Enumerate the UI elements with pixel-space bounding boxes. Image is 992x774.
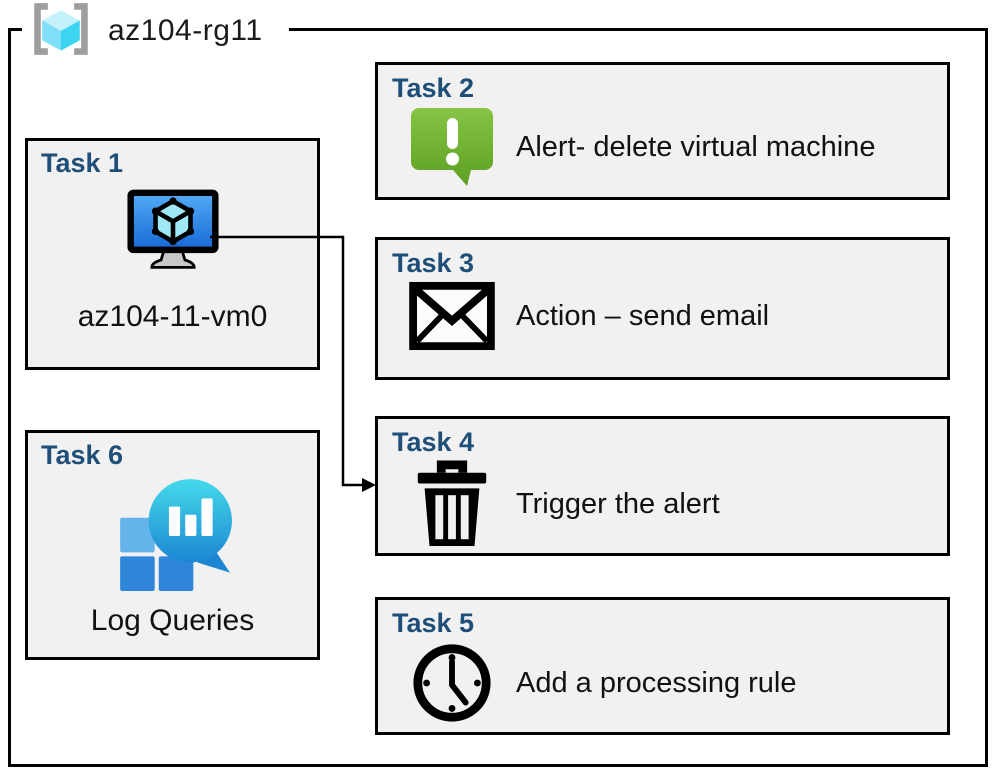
- task3-label: Action – send email: [516, 299, 770, 332]
- resource-group-boundary: [8, 28, 988, 767]
- task5-box: Task 5 Add a processing rule: [375, 597, 950, 735]
- resource-group-header: az104-rg11: [22, 1, 289, 62]
- log-analytics-icon: [112, 473, 234, 598]
- task2-box: Task 2 Alert- delete virtual machine: [375, 62, 950, 200]
- task2-label: Alert- delete virtual machine: [516, 130, 876, 163]
- resource-group-name: az104-rg11: [108, 14, 263, 47]
- alert-icon: [404, 106, 500, 188]
- virtual-machine-icon: [126, 189, 219, 278]
- task2-title: Task 2: [392, 73, 475, 103]
- task3-box: Task 3 Action – send email: [375, 237, 950, 380]
- task1-title: Task 1: [41, 148, 124, 178]
- trash-icon: [404, 460, 500, 548]
- task1-box: Task 1: [25, 138, 320, 370]
- task4-box: Task 4 Trigger the alert: [375, 416, 950, 556]
- clock-icon: [404, 641, 500, 725]
- task5-title: Task 5: [392, 608, 475, 638]
- task1-label: az104-11-vm0: [77, 300, 268, 333]
- task3-title: Task 3: [392, 248, 475, 278]
- task4-label: Trigger the alert: [516, 487, 720, 520]
- task6-title: Task 6: [41, 440, 124, 470]
- task6-label: Log Queries: [90, 604, 255, 637]
- task4-title: Task 4: [392, 427, 475, 457]
- email-envelope-icon: [404, 281, 500, 351]
- task5-label: Add a processing rule: [516, 666, 797, 699]
- task6-box: Task 6 Log Queries: [25, 430, 320, 660]
- resource-group-icon: [30, 1, 92, 62]
